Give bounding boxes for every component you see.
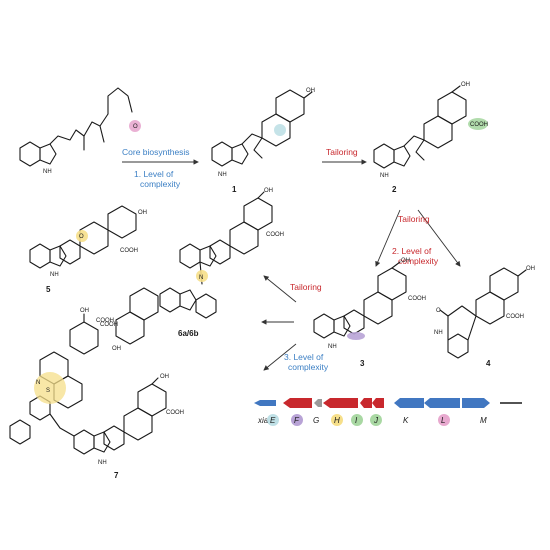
precursor-nh: NH: [43, 169, 52, 175]
compound-2-cooh: COOH: [470, 122, 488, 128]
gene-label-I: I: [355, 416, 358, 425]
compound-4-ketone-o: O: [436, 308, 441, 314]
compound-7-n: N: [36, 380, 40, 386]
gene-J-highlight: [370, 414, 382, 426]
compound-3-label: 3: [360, 359, 365, 368]
gene-H-highlight: [331, 414, 343, 426]
compound-2-oh: OH: [461, 82, 470, 88]
gene-arrow-L: [424, 398, 460, 408]
compound-1-highlight: [274, 124, 286, 136]
compound-5-nh: NH: [50, 272, 59, 278]
compound-6-label: 6a/6b: [178, 329, 199, 338]
step-tailoring-b: Tailoring: [398, 214, 430, 224]
precursor-structure: O NH: [19, 87, 141, 175]
gene-arrow-M: [462, 398, 490, 408]
arrow-level3: [263, 343, 297, 371]
compound-6-highlight: [196, 270, 208, 282]
step-level1-line2: complexity: [140, 179, 181, 189]
compound-5-o: O: [79, 234, 84, 240]
compound-7-label: 7: [114, 471, 119, 480]
gene-label-K: K: [403, 416, 409, 425]
compound-4-cooh: COOH: [506, 314, 524, 320]
step-level3-line1: 3. Level of: [284, 352, 324, 362]
gene-label-H: H: [334, 416, 340, 425]
compound-1-label: 1: [232, 185, 237, 194]
gene-cluster-prefix: xia: [257, 416, 269, 425]
arrow-tailoring-to-3: [375, 209, 401, 267]
compound-5-oh: OH: [138, 210, 147, 216]
step-level2-line2: complexity: [398, 256, 439, 266]
compound-4-label: 4: [486, 359, 491, 368]
compound-1-nh: NH: [218, 172, 227, 178]
step-level1-line1: 1. Level of: [134, 169, 174, 179]
compound-3-structure: OH COOH NH: [313, 258, 426, 350]
epoxide-oxygen: O: [133, 124, 138, 130]
compound-7-oh-bottom: OH: [160, 374, 169, 380]
gene-label-J: J: [373, 416, 379, 425]
compound-6-oh-bottom: OH: [112, 346, 121, 352]
compound-4-structure: O OH COOH NH: [434, 266, 535, 359]
gene-arrow-E: [254, 400, 276, 406]
compound-3-nh: NH: [328, 344, 337, 350]
gene-F-highlight: [291, 414, 303, 426]
compound-6-structure: N OH COOH COOH OH: [96, 188, 284, 352]
compound-7-nh: NH: [98, 460, 107, 466]
gene-arrow-J: [372, 398, 384, 408]
compound-1-oh: OH: [306, 88, 315, 94]
step-level2-line1: 2. Level of: [392, 246, 432, 256]
step-tailoring-a: Tailoring: [326, 147, 358, 157]
gene-label-G: G: [313, 416, 319, 425]
compound-7-cooh-top: COOH: [100, 322, 118, 328]
compound-7-cooh-bottom: COOH: [166, 410, 184, 416]
compound-7-s: S: [46, 388, 50, 394]
compound-7-highlight: [34, 372, 66, 404]
compound-3-cooh: COOH: [408, 296, 426, 302]
compound-5-label: 5: [46, 285, 51, 294]
compound-6-cooh-top: COOH: [266, 232, 284, 238]
gene-arrow-F: [283, 398, 312, 408]
compound-5-highlight: [76, 230, 88, 242]
gene-L-highlight: [438, 414, 450, 426]
compound-7-structure: OH COOH S N OH COOH NH: [9, 308, 184, 466]
gene-arrow-K: [394, 398, 424, 408]
compound-2-highlight: [468, 118, 488, 130]
compound-2-structure: OH COOH NH: [373, 82, 488, 179]
compound-4-nh: NH: [434, 330, 443, 336]
step-core-biosynthesis: Core biosynthesis: [122, 147, 190, 157]
compound-6-oh-top: OH: [264, 188, 273, 194]
arrow-tailoring-c: [263, 275, 297, 303]
compound-3-oh: OH: [401, 258, 410, 264]
gene-label-L: L: [441, 416, 445, 425]
compound-6-cooh-bottom: COOH: [96, 318, 114, 324]
compound-1-structure: OH NH: [211, 88, 315, 178]
gene-label-F: F: [294, 416, 300, 425]
compound-2-label: 2: [392, 185, 397, 194]
gene-I-highlight: [351, 414, 363, 426]
step-level3-line2: complexity: [288, 362, 329, 372]
compound-3-highlight: [347, 332, 365, 340]
gene-E-highlight: [267, 414, 279, 426]
gene-label-M: M: [480, 416, 487, 425]
compound-7-oh-top: OH: [80, 308, 89, 314]
compound-5-cooh: COOH: [120, 248, 138, 254]
compound-6-n: N: [199, 275, 203, 281]
epoxide-highlight: [129, 120, 141, 132]
compound-5-structure: O OH COOH NH: [29, 205, 147, 278]
compound-4-oh: OH: [526, 266, 535, 272]
gene-cluster: xia E F G H I J K L M: [254, 398, 522, 426]
compound-2-nh: NH: [380, 173, 389, 179]
gene-arrow-G: [314, 399, 322, 407]
arrow-tailoring-to-4: [417, 209, 461, 267]
gene-arrow-I: [360, 398, 372, 408]
gene-label-E: E: [270, 416, 276, 425]
step-tailoring-c: Tailoring: [290, 282, 322, 292]
gene-arrow-H: [323, 398, 358, 408]
